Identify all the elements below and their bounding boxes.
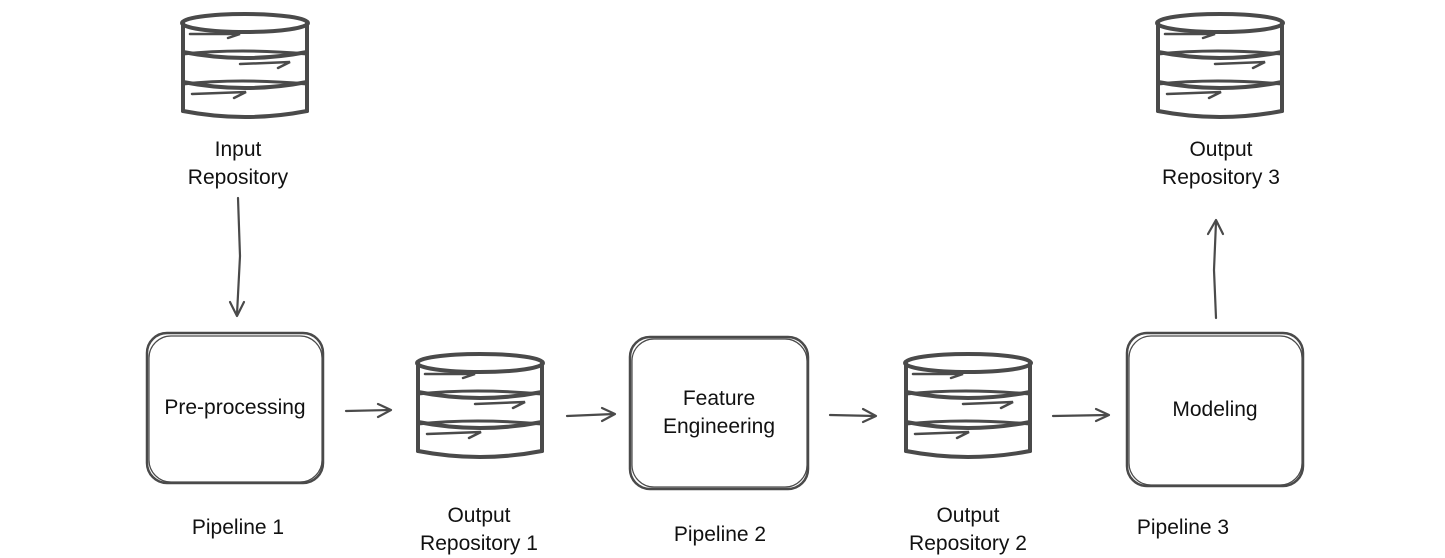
arrow-output1-to-feature-engineering [565,406,617,423]
arrow-preprocessing-to-output1 [344,402,393,419]
output-repository-3-label: Output Repository 3 [1162,138,1280,189]
pipeline-1-label: Pipeline 1 [191,516,285,539]
preprocessing-label: Pre-processing [164,396,306,419]
feature-engineering-label: Feature Engineering [662,387,776,438]
arrow-input-to-preprocessing [228,196,246,318]
modeling-label: Modeling [1172,397,1258,421]
arrow-modeling-to-output3 [1206,218,1225,320]
pipeline-2-label: Pipeline 2 [673,523,767,546]
input-repository-icon [180,12,310,119]
feature-engineering-box [628,335,810,491]
output-repository-1-label: Output Repository 1 [420,504,538,555]
arrow-feature-engineering-to-output2 [828,407,878,424]
output-repository-2-icon [903,352,1033,459]
preprocessing-box [145,331,325,485]
output-repository-3-icon [1155,12,1285,119]
arrow-output2-to-modeling [1051,407,1111,423]
output-repository-2-label: Output Repository 2 [909,504,1027,555]
pipeline-3-label: Pipeline 3 [1136,516,1230,539]
modeling-box [1125,331,1305,488]
input-repository-label: Input Repository [187,138,289,189]
output-repository-1-icon [415,352,545,459]
